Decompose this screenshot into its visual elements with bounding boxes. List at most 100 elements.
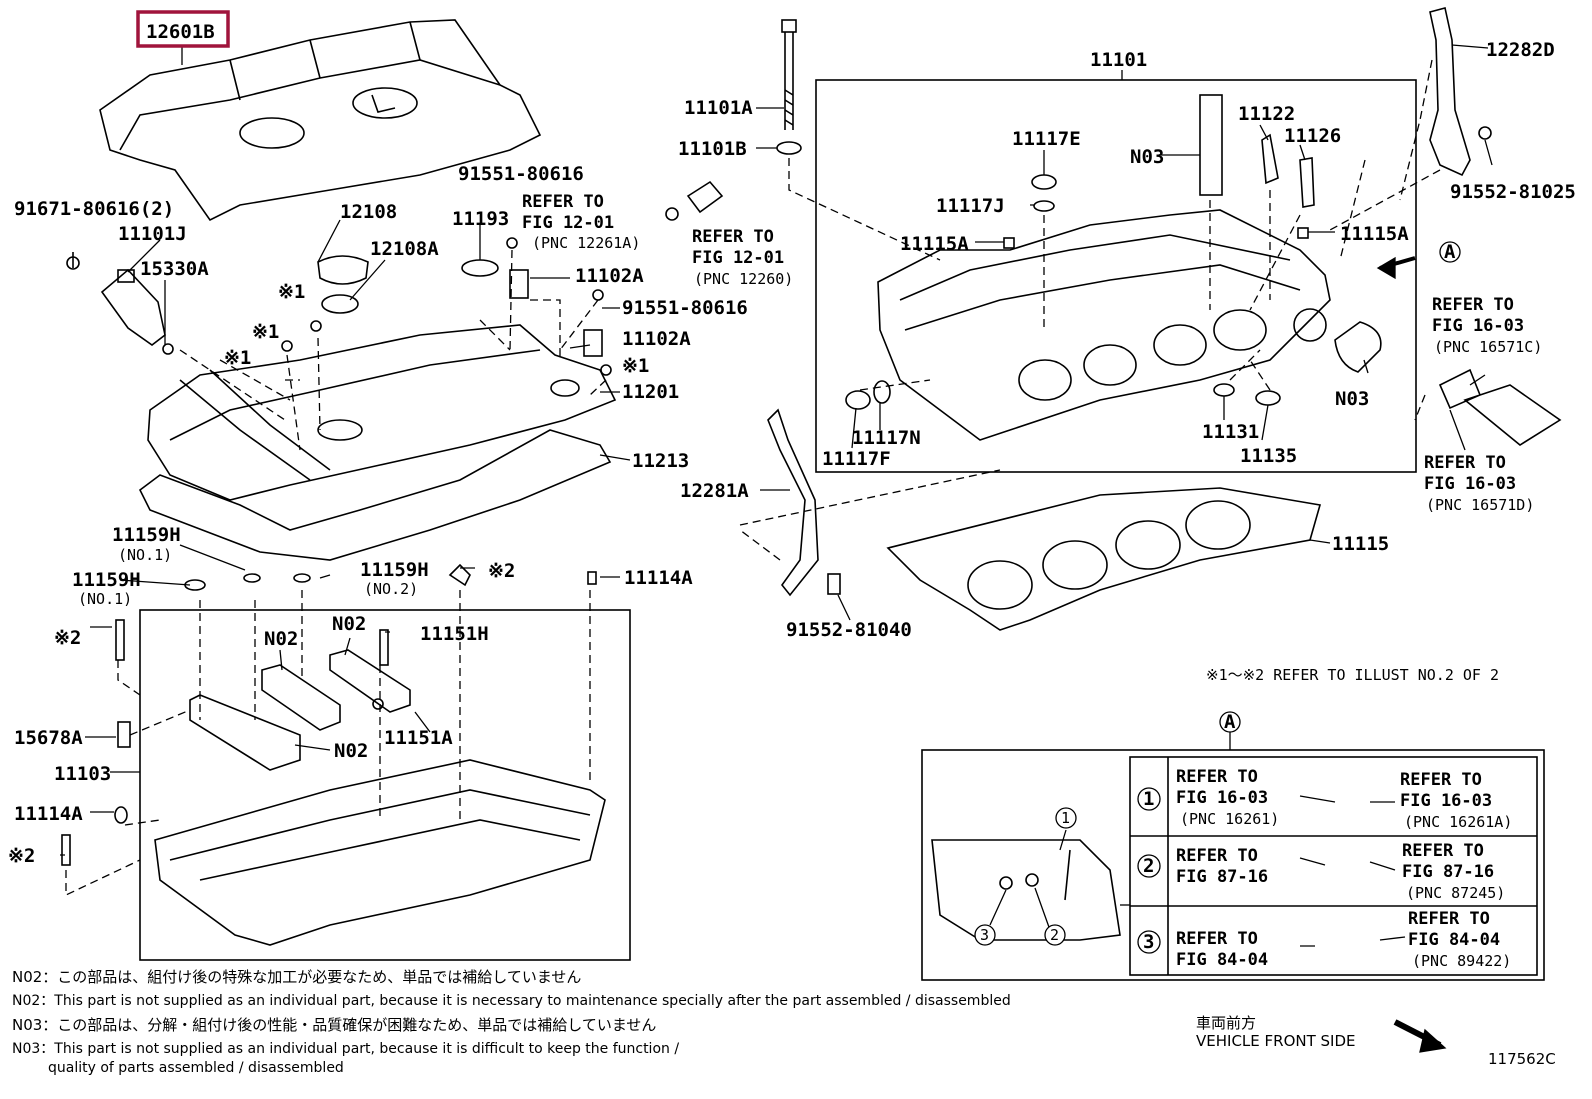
part-number-11115[interactable]: 11115 <box>1332 533 1389 555</box>
detail-row1-left-fig[interactable]: FIG 16-03 <box>1176 788 1268 808</box>
part-number-11117N[interactable]: 11117N <box>852 427 921 449</box>
mark-1-c: ※1 <box>224 347 251 369</box>
part-number-11159H-b[interactable]: 11159H <box>72 569 141 591</box>
part-number-11115A-right[interactable]: 11115A <box>1340 223 1409 245</box>
refer-to-label: REFER TO <box>1176 767 1258 787</box>
dashed-leaders <box>65 59 1441 897</box>
leader-lines <box>60 44 1493 1053</box>
refer-to-label: REFER TO <box>522 192 604 212</box>
no2-tag: (NO.2) <box>364 580 418 598</box>
stud-bolt-drawing <box>776 19 802 155</box>
part-number-11101B[interactable]: 11101B <box>678 138 747 160</box>
part-number-12108A[interactable]: 12108A <box>370 238 439 260</box>
code-n02: N02 <box>264 628 298 650</box>
part-number-11151A[interactable]: 11151A <box>384 727 453 749</box>
part-number-11114A-top[interactable]: 11114A <box>624 567 693 589</box>
hose-ref-drawing <box>1438 368 1562 446</box>
part-number-11117J[interactable]: 11117J <box>936 195 1005 217</box>
part-number-12282D[interactable]: 12282D <box>1486 39 1555 61</box>
part-number-11193[interactable]: 11193 <box>452 208 509 230</box>
illustration-id: 117562C <box>1488 1050 1556 1068</box>
part-number-11101J[interactable]: 11101J <box>118 223 187 245</box>
detail-row3-right-pnc[interactable]: (PNC 89422) <box>1412 952 1511 970</box>
detail-row2-right-fig[interactable]: FIG 87-16 <box>1402 862 1494 882</box>
refer-to-label: REFER TO <box>692 227 774 247</box>
part-number-12108[interactable]: 12108 <box>340 201 397 223</box>
bolt-drawing <box>1478 126 1492 140</box>
refer-to-label: REFER TO <box>1432 295 1514 315</box>
code-n03: N03 <box>1130 146 1164 168</box>
pnc-ref[interactable]: (PNC 12260) <box>694 270 793 288</box>
refer-to-label: REFER TO <box>1402 841 1484 861</box>
part-number-11213[interactable]: 11213 <box>632 450 689 472</box>
pnc-ref[interactable]: (PNC 12261A) <box>532 234 640 252</box>
mark-2-a: ※2 <box>488 560 515 582</box>
part-number-91551-mid[interactable]: 91551-80616 <box>622 297 748 319</box>
part-number-11135[interactable]: 11135 <box>1240 445 1297 467</box>
vehicle-front-jp: 車両前方 <box>1196 1014 1257 1032</box>
note-n03-en: N03：This part is not supplied as an indi… <box>12 1041 680 1057</box>
note-n02-jp: N02：この部品は、組付け後の特殊な加工が必要なため、単品では補給していません <box>12 968 582 986</box>
detail-row3-left-fig[interactable]: FIG 84-04 <box>1176 950 1268 970</box>
part-number-11103[interactable]: 11103 <box>54 763 111 785</box>
part-number-11102A-2[interactable]: 11102A <box>622 328 691 350</box>
part-number-11159H-a[interactable]: 11159H <box>112 524 181 546</box>
part-number-91552-81040[interactable]: 91552-81040 <box>786 619 912 641</box>
part-number-11102A-1[interactable]: 11102A <box>575 265 644 287</box>
circle-markers <box>974 241 1461 954</box>
fig-ref[interactable]: FIG 16-03 <box>1432 316 1524 336</box>
part-number-11117F[interactable]: 11117F <box>822 448 891 470</box>
illust-reference-note: ※1～※2 REFER TO ILLUST NO.2 OF 2 <box>1206 666 1499 684</box>
fig-ref[interactable]: FIG 12-01 <box>522 213 614 233</box>
part-number-11115A-left[interactable]: 11115A <box>900 233 969 255</box>
detail-num-3: 3 <box>1143 931 1154 953</box>
pnc-ref[interactable]: (PNC 16571C) <box>1434 338 1542 356</box>
detail-row3-right-fig[interactable]: FIG 84-04 <box>1408 930 1500 950</box>
engine-hanger-d-drawing <box>1429 7 1471 177</box>
mark-1-d: ※1 <box>622 355 649 377</box>
detail-row2-right-pnc[interactable]: (PNC 87245) <box>1406 884 1505 902</box>
code-n03: N03 <box>1335 388 1369 410</box>
part-number-11114A-bottom[interactable]: 11114A <box>14 803 83 825</box>
detail-row2-left-fig[interactable]: FIG 87-16 <box>1176 867 1268 887</box>
part-number-11117E[interactable]: 11117E <box>1012 128 1081 150</box>
cylinder-head-group-box <box>815 79 1417 473</box>
part-number-11122[interactable]: 11122 <box>1238 103 1295 125</box>
part-number-91671[interactable]: 91671-80616(2) <box>14 198 174 220</box>
detail-row1-left-pnc[interactable]: (PNC 16261) <box>1180 810 1279 828</box>
part-number-15678A[interactable]: 15678A <box>14 727 83 749</box>
part-number-11101[interactable]: 11101 <box>1090 49 1147 71</box>
part-number-11159H-c[interactable]: 11159H <box>360 559 429 581</box>
part-number-11131[interactable]: 11131 <box>1202 421 1259 443</box>
part-number-11126[interactable]: 11126 <box>1284 125 1341 147</box>
highlight-box <box>136 10 230 48</box>
camshaft-housing-group-box <box>139 609 631 961</box>
part-number-11101A[interactable]: 11101A <box>684 97 753 119</box>
detail-num-2: 2 <box>1143 855 1154 877</box>
part-number-12601B[interactable]: 12601B <box>146 21 215 43</box>
fig-ref[interactable]: FIG 16-03 <box>1424 474 1516 494</box>
part-number-11201[interactable]: 11201 <box>622 381 679 403</box>
part-number-11151H[interactable]: 11151H <box>420 623 489 645</box>
fig-ref[interactable]: FIG 12-01 <box>692 248 784 268</box>
refer-to-label: REFER TO <box>1400 770 1482 790</box>
note-n03-en-cont: quality of parts assembled / disassemble… <box>48 1060 344 1076</box>
part-number-91552-81025[interactable]: 91552-81025 <box>1450 181 1576 203</box>
part-number-15330A[interactable]: 15330A <box>140 258 209 280</box>
detail-row1-right-fig[interactable]: FIG 16-03 <box>1400 791 1492 811</box>
vehicle-front-en: VEHICLE FRONT SIDE <box>1196 1032 1356 1050</box>
no1-tag: (NO.1) <box>118 546 172 564</box>
mark-1-a: ※1 <box>278 281 305 303</box>
refer-to-label: REFER TO <box>1424 453 1506 473</box>
detail-row1-right-pnc[interactable]: (PNC 16261A) <box>1404 813 1512 831</box>
part-number-91551-top[interactable]: 91551-80616 <box>458 163 584 185</box>
note-n02-en: N02：This part is not supplied as an indi… <box>12 993 1011 1009</box>
circle-a-label: A <box>1224 711 1236 733</box>
engine-hanger-a-drawing <box>767 408 819 597</box>
mark-2-c: ※2 <box>8 845 35 867</box>
cylinder-head-cover-drawing <box>147 324 617 501</box>
pnc-ref[interactable]: (PNC 16571D) <box>1426 496 1534 514</box>
part-number-12281A[interactable]: 12281A <box>680 480 749 502</box>
code-n02: N02 <box>334 740 368 762</box>
